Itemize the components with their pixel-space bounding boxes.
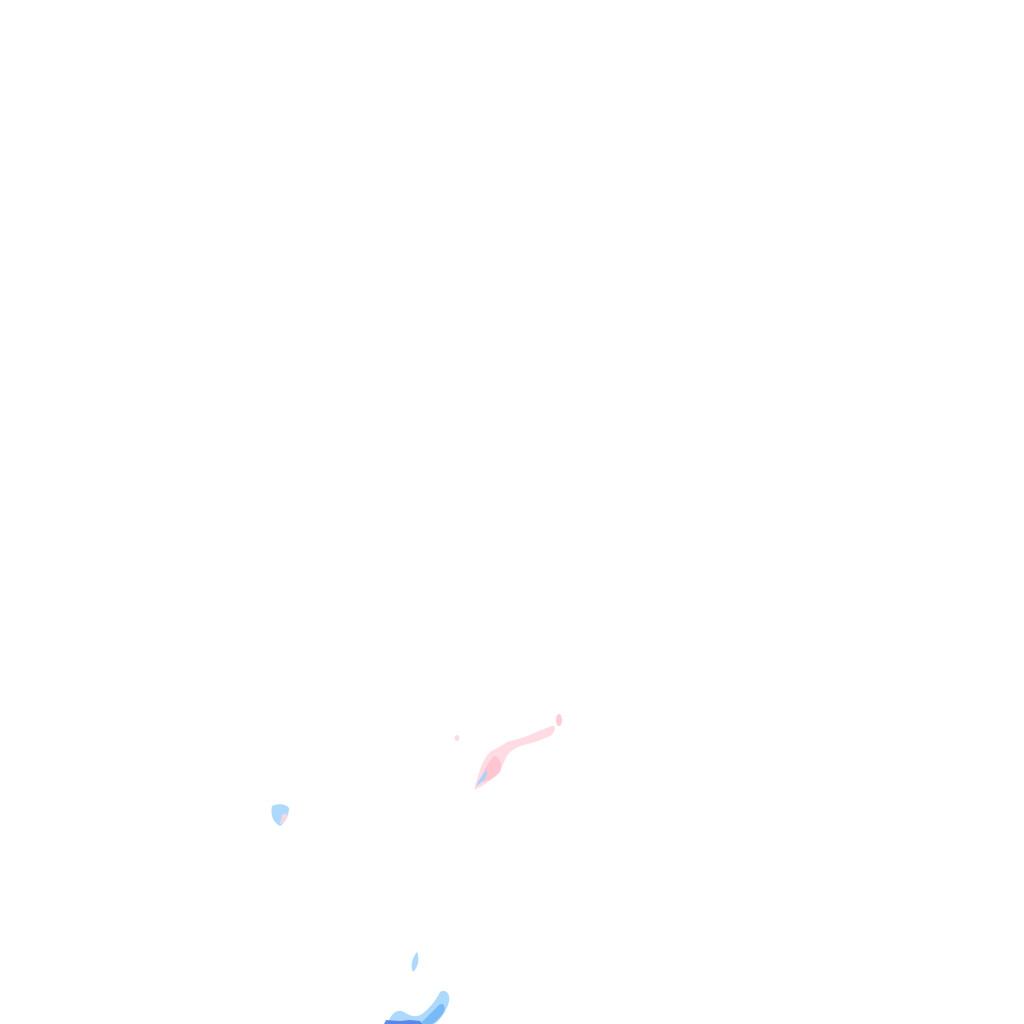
rain-speck	[476, 770, 488, 786]
rain-band-core	[384, 1020, 422, 1024]
mixed-precip-dot	[556, 714, 562, 726]
rain-streak	[411, 952, 419, 972]
precip-cell-south	[384, 952, 450, 1024]
rain-band-heavy	[420, 1004, 445, 1024]
precip-cell-west	[271, 804, 289, 826]
mixed-precip-dot	[454, 735, 460, 741]
mixed-precip-edge	[280, 813, 288, 824]
precip-cell-mixed-northeast	[454, 714, 562, 790]
